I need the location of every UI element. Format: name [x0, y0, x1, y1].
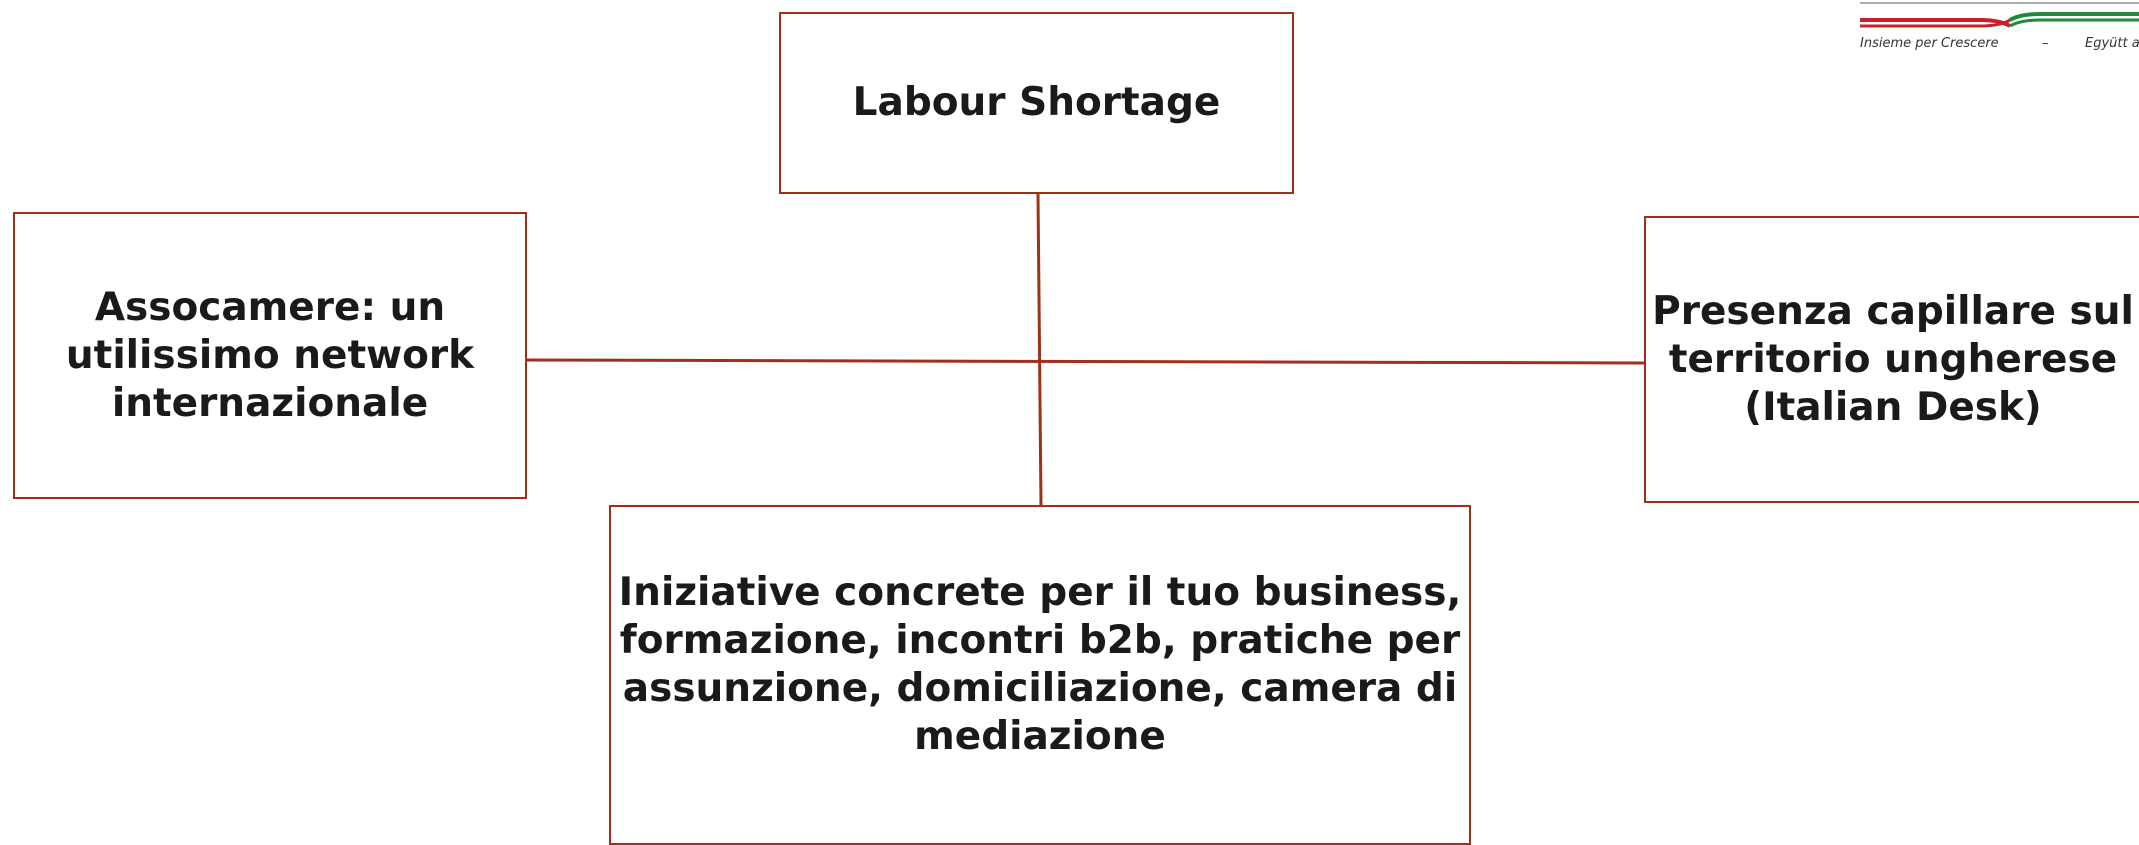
- logo-tagline-italian: Insieme per Crescere: [1860, 36, 1999, 51]
- horizontal-connector: [526, 358, 1645, 365]
- node-label: Assocamere: un utilissimo network intern…: [65, 284, 475, 426]
- node-iniziative: Iniziative concrete per il tuo business,…: [609, 505, 1471, 845]
- node-label: Iniziative concrete per il tuo business,…: [618, 570, 1462, 759]
- chamber-logo: Insieme per Crescere – Együtt a S: [1850, 0, 2139, 60]
- node-presenza-capillare: Presenza capillare sul territorio ungher…: [1644, 216, 2139, 503]
- node-assocamere: Assocamere: un utilissimo network intern…: [13, 212, 527, 499]
- node-labour-shortage: Labour Shortage: [779, 12, 1294, 194]
- node-label: Presenza capillare sul territorio ungher…: [1652, 288, 2134, 430]
- vertical-connector: [1036, 193, 1043, 506]
- logo-flag-ribbon-icon: [1860, 2, 2139, 28]
- node-label: Labour Shortage: [852, 80, 1221, 125]
- logo-tagline-separator: –: [2042, 36, 2049, 51]
- logo-tagline-hungarian: Együtt a S: [2085, 36, 2139, 51]
